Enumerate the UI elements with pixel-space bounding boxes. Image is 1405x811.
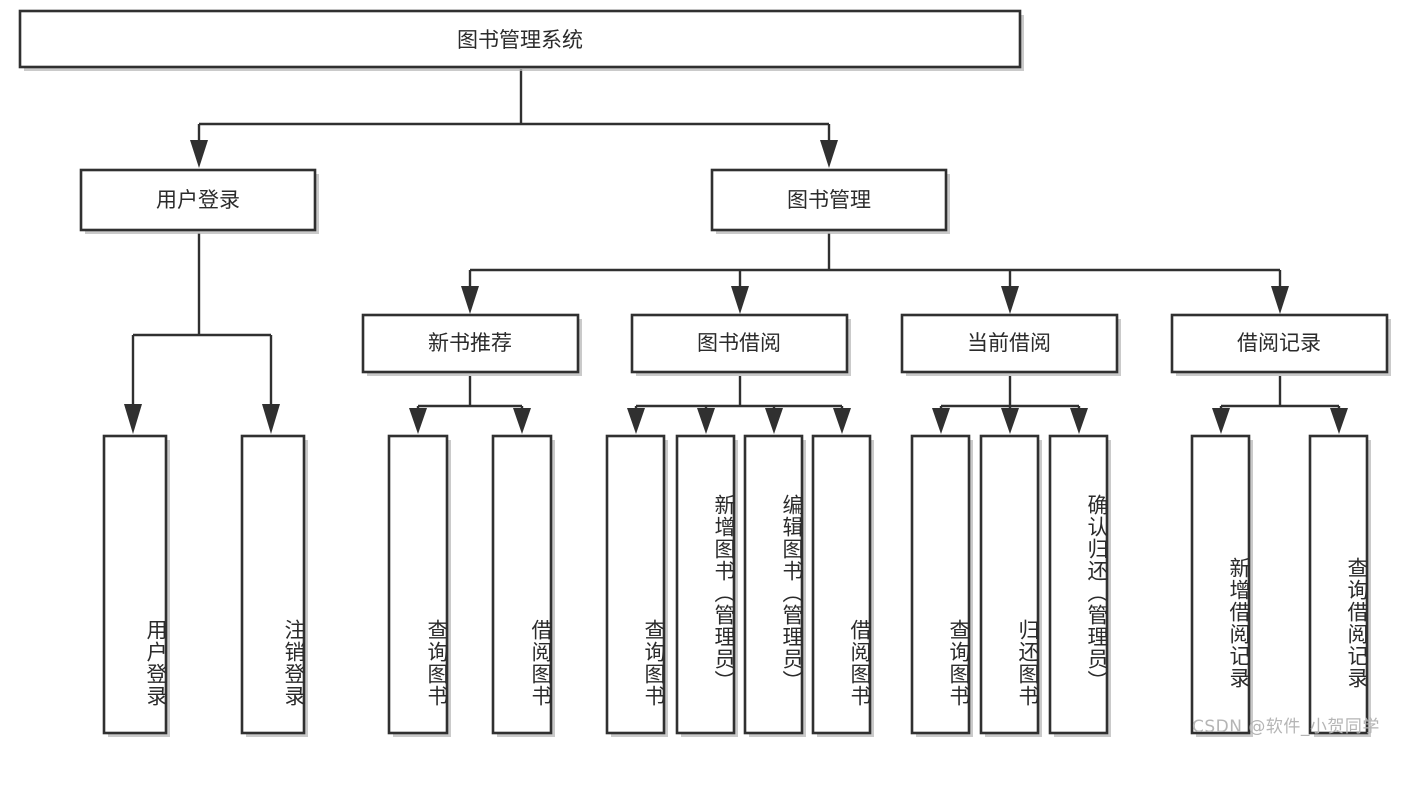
node-rect-borrow-record — [1170, 313, 1389, 374]
node-rect-book-borrow — [630, 313, 849, 374]
leaf-boxes-current-borrow — [910, 434, 1111, 737]
arrowhead-book-management — [820, 140, 838, 168]
leaf-rect-edit-book[interactable] — [743, 434, 804, 735]
node-label-book-management: 图书管理 — [787, 188, 871, 212]
edge-group-borrow-record-to-leaves — [1212, 376, 1348, 434]
node-book-borrow[interactable]: 图书借阅 — [630, 313, 851, 376]
arrowhead-leaf-add-book — [697, 408, 715, 434]
node-rect-user-login — [79, 168, 317, 232]
node-book-management[interactable]: 图书管理 — [710, 168, 950, 234]
node-label-user-login: 用户登录 — [156, 188, 240, 212]
leaf-boxes-new-book-recommend — [387, 434, 555, 737]
leaf-rect-return-book[interactable] — [979, 434, 1040, 735]
arrowhead-book-borrow — [731, 286, 749, 314]
node-user-login[interactable]: 用户登录 — [79, 168, 319, 234]
node-label-book-borrow: 图书借阅 — [697, 331, 781, 355]
arrowhead-leaf-edit-book — [765, 408, 783, 434]
arrowhead-leaf-query-book-1 — [409, 408, 427, 434]
leaf-rect-borrow-book-1[interactable] — [491, 434, 553, 735]
arrowhead-current-borrow — [1001, 286, 1019, 314]
arrowhead-leaf-logout — [262, 404, 280, 434]
leaf-rect-add-record[interactable] — [1190, 434, 1251, 735]
arrowhead-leaf-query-book-2 — [627, 408, 645, 434]
node-new-book-recommend[interactable]: 新书推荐 — [361, 313, 582, 376]
arrowhead-leaf-user-login — [124, 404, 142, 434]
arrowhead-leaf-borrow-book-1 — [513, 408, 531, 434]
leaf-rect-query-record[interactable] — [1308, 434, 1369, 735]
leaf-rect-logout[interactable] — [240, 434, 306, 735]
leaf-boxes-book-borrow — [605, 434, 874, 737]
leaf-rect-query-book-1[interactable] — [387, 434, 449, 735]
diagram-canvas: 图书管理系统 用户登录 图书管理 新书推荐 图书借阅 当前借阅 — [18, 9, 1391, 737]
arrowhead-leaf-query-record — [1330, 408, 1348, 434]
arrowhead-leaf-return-book — [1001, 408, 1019, 434]
arrowhead-leaf-query-book-3 — [932, 408, 950, 434]
edge-group-new-book-to-leaves — [409, 376, 531, 434]
watermark-text: CSDN @软件_小贺同学 — [1192, 717, 1380, 737]
node-label-root: 图书管理系统 — [457, 28, 583, 52]
node-label-current-borrow: 当前借阅 — [967, 331, 1051, 355]
arrowhead-borrow-record — [1271, 286, 1289, 314]
node-label-borrow-record: 借阅记录 — [1237, 331, 1321, 355]
arrowhead-leaf-confirm-return — [1070, 408, 1088, 434]
arrowhead-user-login — [190, 140, 208, 168]
arrowhead-leaf-borrow-book-2 — [833, 408, 851, 434]
leaf-rect-add-book[interactable] — [675, 434, 736, 735]
node-rect-current-borrow — [900, 313, 1119, 374]
node-rect-new-book-recommend — [361, 313, 580, 374]
org-chart-svg: 图书管理系统 用户登录 图书管理 新书推荐 图书借阅 当前借阅 — [18, 9, 1391, 737]
leaf-rect-borrow-book-2[interactable] — [811, 434, 872, 735]
leaf-rect-query-book-2[interactable] — [605, 434, 666, 735]
node-current-borrow[interactable]: 当前借阅 — [900, 313, 1121, 376]
node-rect-book-management — [710, 168, 948, 232]
leaf-rect-user-login[interactable] — [102, 434, 168, 735]
edge-group-root-to-level2 — [190, 69, 838, 168]
leaf-boxes-user-login — [102, 434, 308, 737]
arrowhead-new-book-recommend — [461, 286, 479, 314]
edge-group-book-borrow-to-leaves — [627, 376, 851, 434]
leaf-boxes-borrow-record — [1190, 434, 1371, 737]
node-borrow-record[interactable]: 借阅记录 — [1170, 313, 1391, 376]
leaf-rect-query-book-3[interactable] — [910, 434, 971, 735]
leaf-rect-confirm-return[interactable] — [1048, 434, 1109, 735]
arrowhead-leaf-add-record — [1212, 408, 1230, 434]
edge-group-book-management-to-level3 — [461, 233, 1289, 314]
node-title-root[interactable]: 图书管理系统 — [18, 9, 1024, 71]
edge-group-current-borrow-to-leaves — [932, 376, 1088, 434]
node-rect-root — [18, 9, 1022, 69]
edge-group-user-login-to-leaves — [124, 233, 280, 434]
node-label-new-book-recommend: 新书推荐 — [428, 331, 512, 355]
